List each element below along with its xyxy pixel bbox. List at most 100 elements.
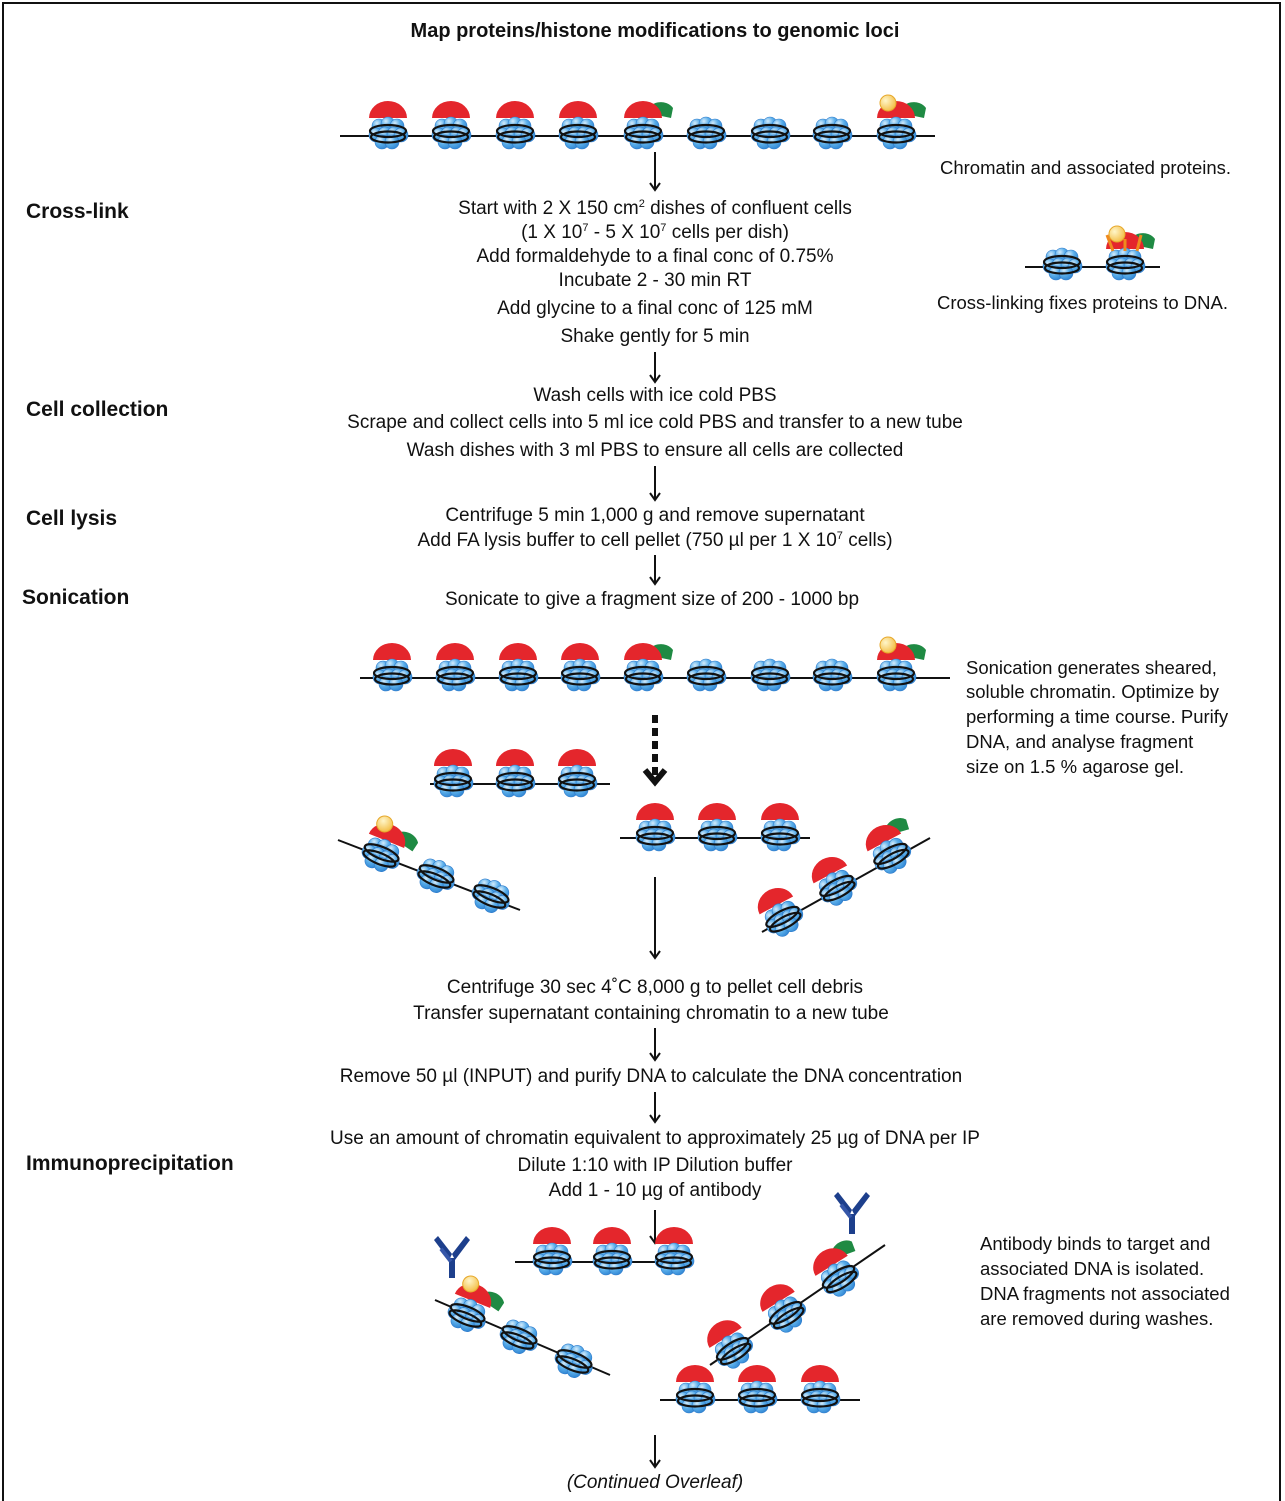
protein-bead-yellow [879,94,897,112]
nucleosome [368,101,409,150]
protein-bead-yellow [462,1275,480,1293]
histone-mark-red [698,803,736,820]
nucleosome [557,749,598,798]
section-label-sonication: Sonication [22,586,130,609]
section-label-cross-link: Cross-link [26,200,129,223]
note-sonication-line-2: soluble chromatin. Optimize by [966,681,1219,702]
histone-mark-red [558,749,596,766]
histone-mark-red [368,823,406,848]
histone-mark-red [499,643,537,660]
note-crosslinking: Cross-linking fixes proteins to DNA. [937,292,1228,313]
protein-bead-yellow [879,636,897,654]
nucleosome [495,101,536,150]
nucleosome [707,1320,753,1369]
histone-mark-red [760,1284,795,1312]
histone-mark-red [432,101,470,118]
histone-mark-red [655,1227,693,1244]
step-transfer-supernatant: Transfer supernatant containing chromati… [413,1003,889,1024]
step-crosslink-incubate: Incubate 2 - 30 min RT [558,270,752,291]
arrow-to-crosslink [649,152,661,192]
histone-mark-red [561,643,599,660]
nucleosome [560,643,601,692]
nucleosome [635,803,676,852]
step-crosslink-glycine: Add glycine to a final conc of 125 mM [497,298,813,319]
arrow-shearing [642,715,668,787]
histone-mark-red [434,749,472,766]
nucleosome [623,643,673,692]
step-collection-wash-dishes: Wash dishes with 3 ml PBS to ensure all … [406,440,904,461]
histone-mark-red [533,1227,571,1244]
step-collection-scrape: Scrape and collect cells into 5 ml ice c… [347,412,963,433]
histone-mark-red [636,803,674,820]
note-sonication-line-1: Sonication generates sheared, [966,657,1217,678]
histone-mark-red [865,824,902,852]
arrow-to-sonication [649,555,661,586]
nucleosome [495,749,536,798]
nucleosome [697,803,738,852]
step-ip-antibody: Add 1 - 10 µg of antibody [548,1180,762,1201]
arrow-to-input [649,1028,661,1062]
histone-mark-red [676,1365,714,1382]
arrow-to-lysis [649,466,661,502]
note-antibody-line-3: DNA fragments not associated [980,1283,1230,1304]
step-lysis-buffer: Add FA lysis buffer to cell pellet (750 … [417,530,893,551]
nucleosome [760,1284,806,1333]
histone-mark-red [624,643,662,660]
nucleosome [865,818,912,874]
nucleosome [623,101,673,150]
histone-mark-red [707,1320,742,1348]
nucleosome [813,1240,859,1297]
histone-mark-red [496,101,534,118]
histone-mark-red [496,749,534,766]
histone-mark-red [436,643,474,660]
nucleosome [433,749,474,798]
antibody-icon [834,1192,870,1234]
histone-mark-red [761,803,799,820]
note-chromatin: Chromatin and associated proteins. [940,157,1232,178]
section-label-cell-lysis: Cell lysis [26,507,118,530]
histone-mark-red [811,856,848,884]
diagram-title: Map proteins/histone modifications to ge… [410,20,900,42]
nucleosome [431,101,472,150]
footer-continued: (Continued Overleaf) [566,1472,744,1493]
nucleosome [592,1227,633,1276]
step-centrifuge-debris: Centrifuge 30 sec 4˚C 8,000 g to pellet … [446,977,864,998]
note-antibody-line-1: Antibody binds to target and [980,1233,1211,1254]
antibody-icon [434,1236,470,1278]
nucleosome [737,1365,778,1414]
nucleosome [812,116,853,150]
nucleosome [686,116,727,150]
nucleosome [876,94,926,150]
note-antibody-line-2: associated DNA is isolated. [980,1258,1205,1279]
nucleosome [750,116,791,150]
note-sonication-line-4: DNA, and analyse fragment [966,731,1194,752]
nucleosome [876,636,926,692]
histone-mark-red [801,1365,839,1382]
nucleosome [361,815,419,872]
nucleosome [812,658,853,692]
nucleosome [499,1319,538,1354]
histone-mark-red [757,887,794,915]
nucleosome [471,878,510,913]
protein-bead-yellow [376,815,394,833]
step-collection-wash: Wash cells with ice cold PBS [533,385,777,406]
nucleosome [416,858,455,893]
nucleosome [554,1343,593,1378]
step-crosslink-cells-per-dish: (1 X 107 - 5 X 107 cells per dish) [521,222,789,243]
histone-mark-red [454,1283,492,1308]
step-crosslink-formaldehyde: Add formaldehyde to a final conc of 0.75… [476,246,834,267]
histone-mark-red [593,1227,631,1244]
histone-mark-red [559,101,597,118]
histone-mark-red [373,643,411,660]
step-crosslink-shake: Shake gently for 5 min [560,326,750,347]
histone-mark-red [813,1248,848,1276]
nucleosome [654,1227,695,1276]
histone-mark-red [369,101,407,118]
arrow-to-ip [649,1092,661,1124]
step-lysis-centrifuge: Centrifuge 5 min 1,000 g and remove supe… [445,505,865,526]
nucleosome [1105,225,1155,281]
nucleosome [760,803,801,852]
histone-mark-red [624,101,662,118]
